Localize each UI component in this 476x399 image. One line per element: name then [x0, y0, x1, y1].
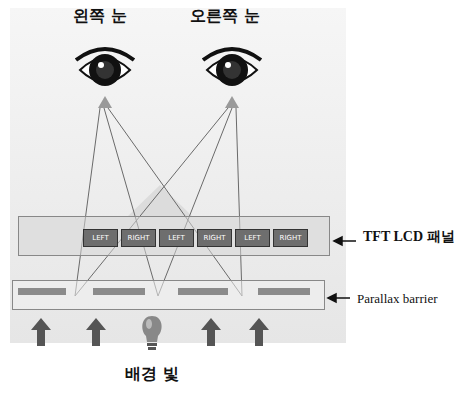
- cell-text: RIGHT: [204, 234, 226, 242]
- pixel-cell: LEFT: [83, 229, 118, 247]
- light-label: 배경 빛: [125, 364, 179, 385]
- band-label: Parallax barrier: [357, 291, 437, 307]
- light-bulb: [142, 316, 161, 350]
- background-panel: [10, 8, 346, 343]
- pixel-cell: LEFT: [235, 229, 270, 247]
- eye-pointer: [98, 96, 112, 108]
- pixel-cell: RIGHT: [197, 229, 232, 247]
- label-pointers: [328, 237, 356, 302]
- light-cone: [128, 185, 192, 216]
- right-eye: [203, 49, 261, 86]
- cell-text: LEFT: [92, 234, 109, 242]
- light-rays: [75, 108, 242, 296]
- eye-label: 왼쪽 눈: [73, 6, 127, 27]
- cell-text: RIGHT: [280, 234, 302, 242]
- eye-pointer: [225, 96, 239, 108]
- cell-text: LEFT: [168, 234, 185, 242]
- parallax-barrier-band: Parallax barrier: [12, 280, 325, 310]
- band-label: TFT LCD 패널: [363, 228, 455, 246]
- left-eye: [76, 49, 134, 86]
- lcd-panel-band: TFT LCD 패널LEFTRIGHTLEFTRIGHTLEFTRIGHT: [18, 216, 330, 256]
- cell-text: RIGHT: [128, 234, 150, 242]
- cell-text: LEFT: [244, 234, 261, 242]
- pixel-cell: RIGHT: [121, 229, 156, 247]
- pixel-cell: LEFT: [159, 229, 194, 247]
- eye-label: 오른쪽 눈: [190, 6, 260, 27]
- pixel-cell: RIGHT: [273, 229, 308, 247]
